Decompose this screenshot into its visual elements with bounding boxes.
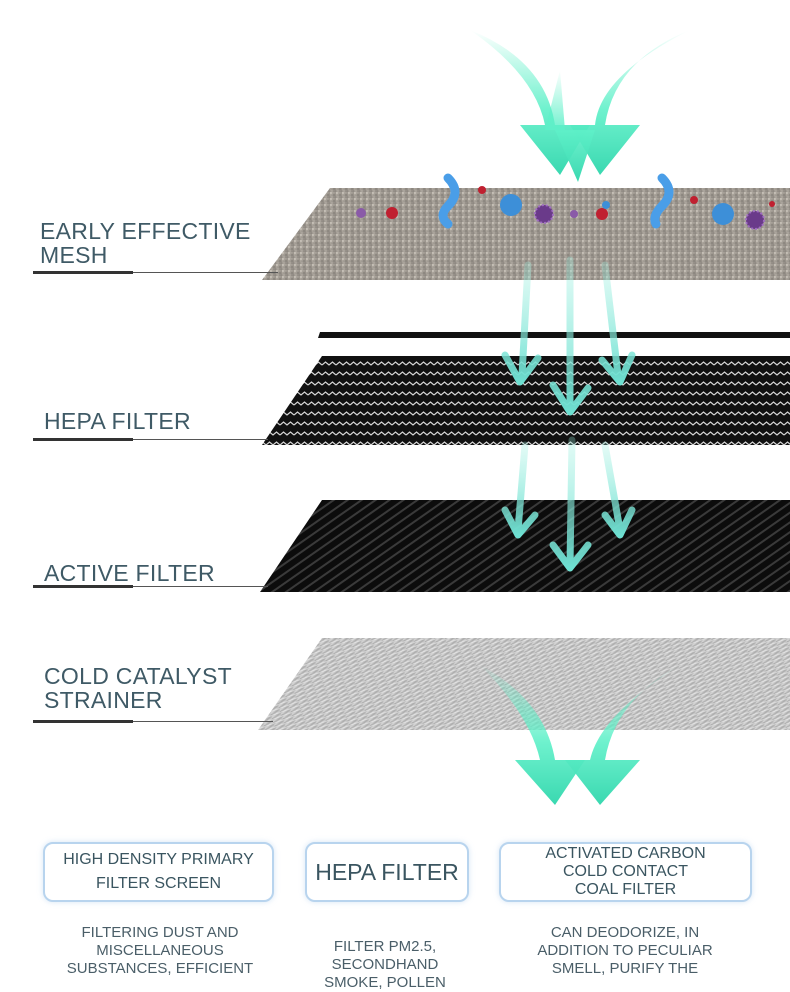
leader-accent-hepa bbox=[33, 438, 133, 441]
layer-label-hepa-filter: HEPA FILTER bbox=[44, 408, 191, 434]
leader-accent-mesh bbox=[33, 271, 133, 274]
airflow-arrows bbox=[501, 256, 636, 572]
description-primary-filter: FILTERING DUST AND MISCELLANEOUS SUBSTAN… bbox=[66, 924, 254, 977]
feature-box-activated-carbon: ACTIVATED CARBON COLD CONTACT COAL FILTE… bbox=[499, 842, 752, 902]
description-hepa-filter: FILTER PM2.5, SECONDHAND SMOKE, POLLEN bbox=[324, 938, 446, 991]
feature-box-hepa-filter: HEPA FILTER bbox=[305, 842, 469, 902]
layer-label-early-effective-mesh: EARLY EFFECTIVE MESH bbox=[40, 218, 251, 268]
catalyst-layer bbox=[258, 638, 790, 730]
description-activated-carbon: CAN DEODORIZE, IN ADDITION TO PECULIAR S… bbox=[537, 924, 713, 977]
leader-line-hepa bbox=[33, 439, 268, 440]
leader-line-mesh bbox=[33, 272, 278, 273]
leader-accent-active bbox=[33, 585, 133, 588]
pollutant-particles bbox=[356, 173, 775, 230]
leader-line-active bbox=[33, 586, 268, 587]
active-layer bbox=[260, 500, 790, 592]
feature-box-primary-filter: HIGH DENSITY PRIMARY FILTER SCREEN bbox=[43, 842, 274, 902]
leader-line-catalyst bbox=[33, 721, 273, 722]
layer-label-active-filter: ACTIVE FILTER bbox=[44, 560, 215, 586]
leader-accent-catalyst bbox=[33, 720, 133, 723]
air-outflow-arrows bbox=[480, 665, 680, 805]
layer-label-cold-catalyst-strainer: COLD CATALYST STRAINER bbox=[44, 663, 232, 713]
hepa-layer bbox=[262, 356, 790, 445]
air-inflow-arrows bbox=[470, 30, 690, 182]
